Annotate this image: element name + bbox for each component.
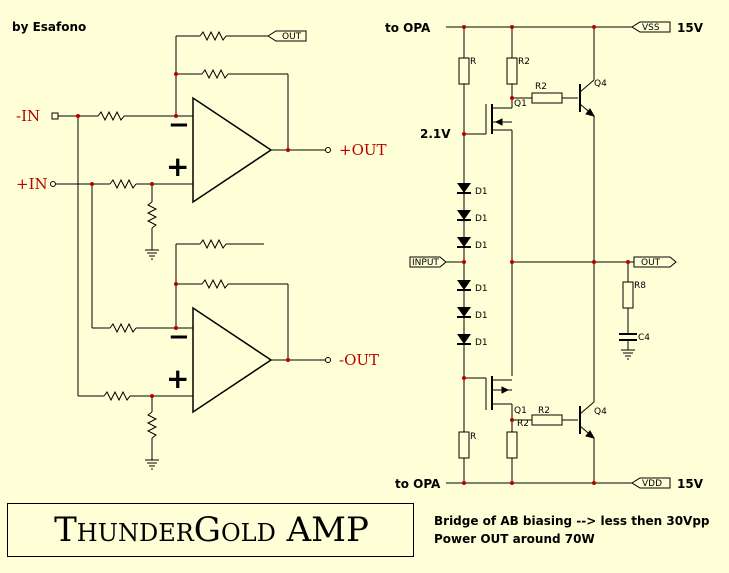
to-opa-bottom: to OPA [395, 477, 441, 491]
r-top-label: R [470, 57, 476, 67]
resistor-r2-base-bottom [531, 414, 563, 426]
resistor-r-bottom [458, 431, 470, 459]
output-stage [409, 21, 677, 489]
r2-base-top-label: R2 [535, 82, 547, 92]
voltage-label: 2.1V [420, 127, 451, 141]
resistor-r2-top [506, 57, 518, 85]
r2-base-bottom-label: R2 [538, 406, 550, 416]
opamp-lower-minus: − [168, 322, 190, 352]
c4-label: C4 [638, 333, 650, 343]
resistor-r2-base-top [531, 92, 563, 104]
d1-label-3: D1 [475, 241, 488, 251]
page-title: ThunderGold AMP [54, 510, 369, 550]
resistor-r8 [622, 281, 634, 309]
opamp-upper-plus: + [166, 150, 189, 183]
d1-label-6: D1 [475, 338, 488, 348]
opamp-lower-plus: + [166, 362, 189, 395]
input-port-label: INPUT [412, 258, 439, 268]
title-box [7, 503, 414, 557]
resistor-r2-bottom [506, 431, 518, 459]
r8-label: R8 [634, 281, 646, 291]
q1-top-label: Q1 [514, 99, 527, 109]
d1-label-5: D1 [475, 311, 488, 321]
left-junctions [50, 72, 331, 398]
supply-top-label: 15V [677, 21, 704, 35]
d1-label-4: D1 [475, 284, 488, 294]
input-port-tag [409, 256, 447, 268]
vss-port-tag [631, 21, 671, 33]
q4-bottom-label: Q4 [594, 407, 607, 417]
q1-bottom-label: Q1 [514, 406, 527, 416]
input-pos-label: +IN [16, 175, 48, 193]
q4-top-label: Q4 [594, 79, 607, 89]
out-port-tag-right [633, 256, 677, 268]
right-junctions [462, 25, 630, 485]
supply-bottom-label: 15V [677, 477, 704, 491]
vdd-port-tag [631, 477, 671, 489]
opamp-upper-minus: − [168, 110, 190, 140]
opamp-lower [192, 306, 273, 414]
resistor-r-top [458, 57, 470, 85]
out-port-tag-left [267, 30, 307, 42]
opamp-upper [192, 96, 273, 204]
out-port-label-right: OUT [641, 258, 661, 268]
vss-port-label: VSS [642, 23, 660, 33]
to-opa-top: to OPA [385, 21, 431, 35]
port-out-label: OUT [282, 32, 302, 42]
vdd-port-label: VDD [642, 479, 662, 489]
r-bottom-label: R [470, 432, 476, 442]
opamp-bridge [56, 30, 326, 470]
output-neg-label: -OUT [339, 351, 379, 369]
note-line-1: Bridge of AB biasing --> less then 30Vpp [434, 514, 710, 528]
r2-top-label: R2 [518, 57, 530, 67]
d1-label-2: D1 [475, 214, 488, 224]
r2-bottom-label: R2 [517, 419, 529, 429]
output-pos-label: +OUT [339, 141, 387, 159]
note-line-2: Power OUT around 70W [434, 532, 595, 546]
d1-label-1: D1 [475, 187, 488, 197]
input-neg-label: -IN [16, 107, 40, 125]
author-label: by Esafono [12, 20, 86, 34]
